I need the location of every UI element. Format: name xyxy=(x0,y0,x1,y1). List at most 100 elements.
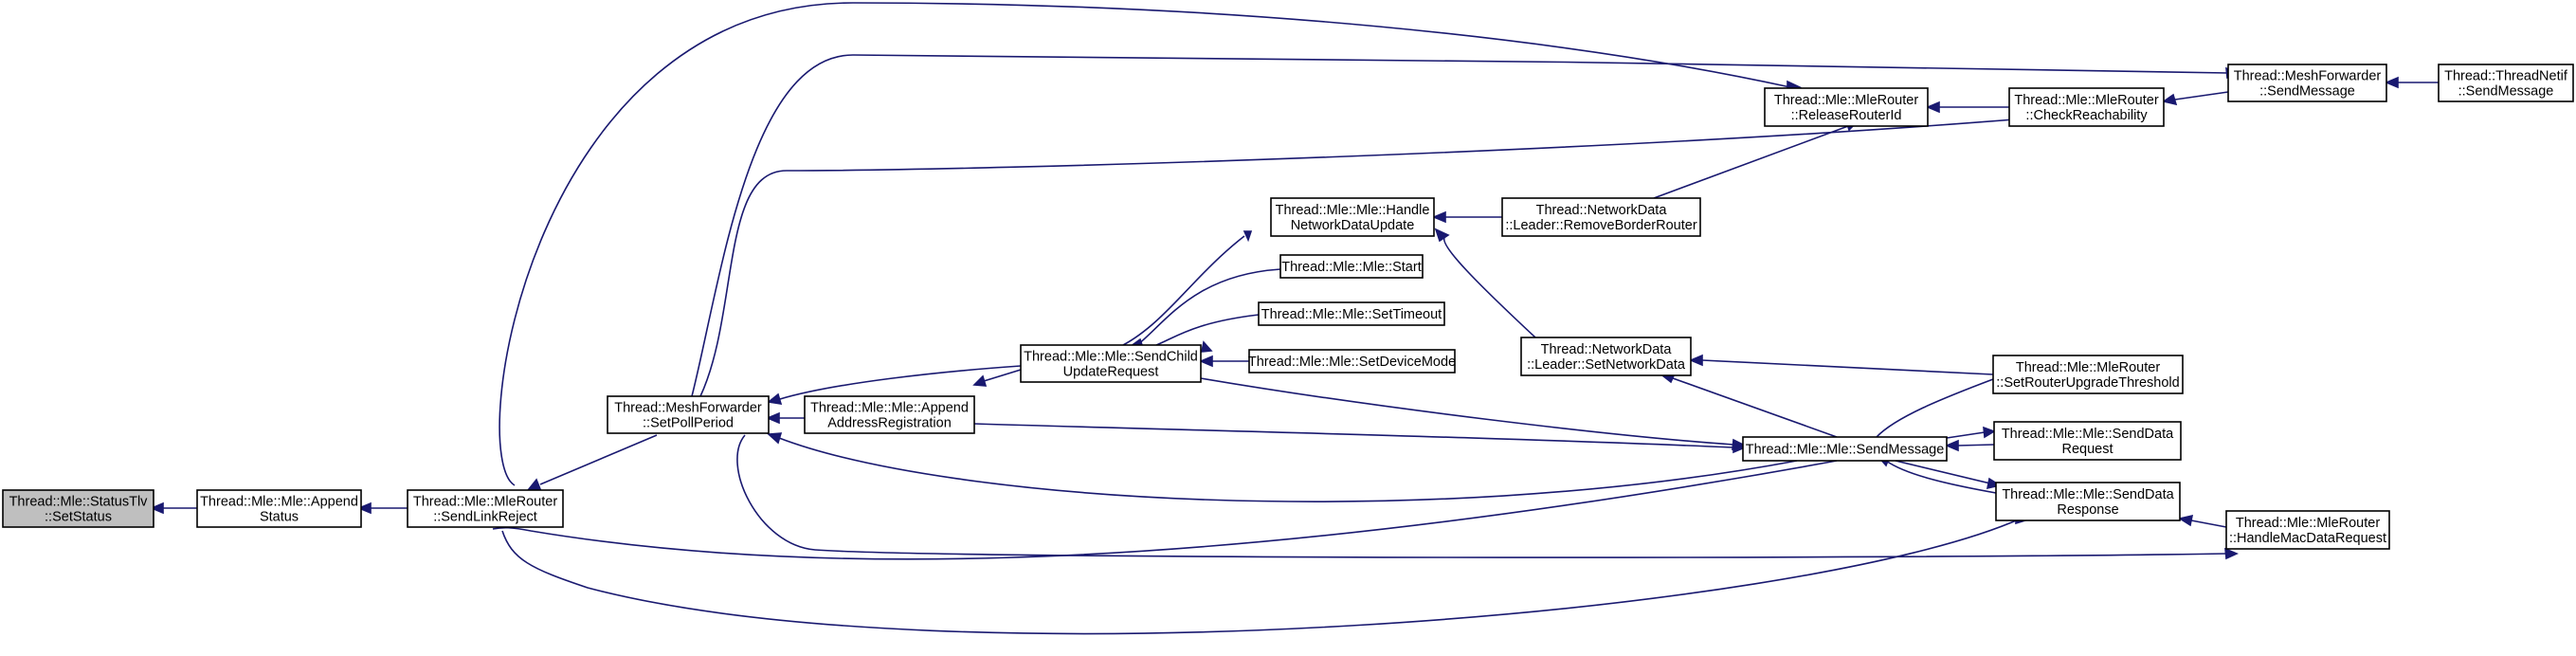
node-label: UpdateRequest xyxy=(1063,365,1159,380)
node-label: Status xyxy=(260,510,299,525)
arrow-head-icon xyxy=(1434,228,1450,243)
edge-line xyxy=(1946,431,1986,439)
arrow-head-icon xyxy=(2384,76,2399,89)
graph-node-n13[interactable]: Thread::Mle::MleRouter::ReleaseRouterId xyxy=(1764,87,1929,127)
edge-n4-to-n3 xyxy=(765,411,805,425)
node-box xyxy=(2227,64,2387,102)
graph-node-n2[interactable]: Thread::Mle::MleRouter::SendLinkReject xyxy=(407,489,564,528)
edge-line xyxy=(1895,460,1991,484)
graph-node-n9[interactable]: Thread::Mle::Mle::SetDeviceMode xyxy=(1248,349,1456,374)
graph-node-n6[interactable]: Thread::Mle::Mle::HandleNetworkDataUpdat… xyxy=(1270,197,1435,237)
edge-line xyxy=(1957,444,1995,446)
node-label: Thread::Mle::Mle::SetDeviceMode xyxy=(1248,355,1456,370)
edge-line xyxy=(983,369,1022,382)
node-box xyxy=(804,395,975,434)
node-box xyxy=(2438,64,2574,102)
edge-line xyxy=(1876,378,1994,438)
node-label: AddressRegistration xyxy=(827,416,952,431)
edge-n20-to-n17 xyxy=(2177,514,2227,528)
edge-line xyxy=(1653,125,1849,199)
node-box xyxy=(607,395,770,434)
edge-line xyxy=(2190,519,2227,528)
edge-line xyxy=(1701,359,1994,375)
graph-node-n11[interactable]: Thread::NetworkData::Leader::SetNetworkD… xyxy=(1520,337,1692,376)
node-label: Thread::NetworkData xyxy=(1541,342,1673,357)
node-label: ::CheckReachability xyxy=(2025,108,2148,123)
edge-line xyxy=(499,2,1791,486)
edge-line xyxy=(1885,460,1997,494)
call-edges xyxy=(149,2,2439,635)
node-label: ::SetRouterUpgradeThreshold xyxy=(1996,375,2179,391)
edge-n15-to-n12 xyxy=(1876,378,1994,438)
edge-line xyxy=(973,423,1734,448)
graph-node-n20[interactable]: Thread::Mle::MleRouter::HandleMacDataReq… xyxy=(2225,510,2390,550)
node-box xyxy=(1248,349,1456,374)
node-label: Thread::Mle::MleRouter xyxy=(2014,93,2158,108)
graph-node-n19[interactable]: Thread::ThreadNetif::SendMessage xyxy=(2438,64,2574,102)
edge-n17-to-n2 xyxy=(501,512,2027,635)
graph-node-n10[interactable]: Thread::NetworkData::Leader::RemoveBorde… xyxy=(1501,197,1701,237)
edge-n12-to-n17 xyxy=(1895,460,2003,490)
node-label: ::SetStatus xyxy=(45,510,112,525)
call-nodes: Thread::Mle::StatusTlv::SetStatusThread:… xyxy=(2,64,2574,550)
node-label: NetworkDataUpdate xyxy=(1291,218,1415,233)
graph-node-n0: Thread::Mle::StatusTlv::SetStatus xyxy=(2,489,154,528)
edge-line xyxy=(1200,377,1734,446)
arrow-head-icon xyxy=(1732,441,1748,454)
node-label: Request xyxy=(2061,442,2113,457)
node-label: Thread::Mle::Mle::Append xyxy=(810,401,969,416)
edge-line xyxy=(1155,314,1260,346)
node-label: ::ReleaseRouterId xyxy=(1791,108,1902,123)
edge-n19-to-n18 xyxy=(2384,76,2439,89)
edge-n12-to-n16 xyxy=(1946,426,1996,439)
graph-node-n15[interactable]: Thread::Mle::MleRouter::SetRouterUpgrade… xyxy=(1992,355,2184,394)
node-box xyxy=(1520,337,1692,376)
arrow-head-icon xyxy=(1925,100,1940,114)
graph-node-n18[interactable]: Thread::MeshForwarder::SendMessage xyxy=(2227,64,2387,102)
edge-line xyxy=(736,434,2227,558)
node-box xyxy=(1279,254,1424,279)
edge-n11-to-n6 xyxy=(1434,228,1536,338)
node-box xyxy=(2008,87,2165,127)
edge-n1-to-n0 xyxy=(149,501,197,515)
node-label: Thread::MeshForwarder xyxy=(614,401,762,416)
arrow-head-icon xyxy=(527,478,542,490)
edge-n14-to-n13 xyxy=(1925,100,2009,114)
node-label: Thread::Mle::StatusTlv xyxy=(9,495,149,510)
arrow-head-icon xyxy=(149,501,164,515)
arrow-head-icon xyxy=(2224,547,2240,560)
edge-n5-to-n4 xyxy=(972,369,1022,387)
graph-node-n14[interactable]: Thread::Mle::MleRouter::CheckReachabilit… xyxy=(2008,87,2165,127)
edge-n18-to-n3 xyxy=(691,54,2240,397)
arrow-head-icon xyxy=(1983,426,1996,439)
node-label: Thread::Mle::Mle::SendData xyxy=(2002,487,2174,502)
edge-n4-to-n12 xyxy=(973,423,1748,454)
arrow-head-icon xyxy=(1688,354,1703,367)
node-label: Thread::Mle::MleRouter xyxy=(1774,93,1918,108)
edge-line xyxy=(2174,91,2229,100)
graph-node-n7[interactable]: Thread::Mle::Mle::Start xyxy=(1279,254,1424,279)
arrow-head-icon xyxy=(767,392,783,405)
edge-n15-to-n11 xyxy=(1688,354,1994,375)
edge-n20-to-n3 xyxy=(736,434,2240,560)
graph-node-n12[interactable]: Thread::Mle::Mle::SendMessage xyxy=(1742,436,1948,462)
node-label: Thread::Mle::Mle::SendMessage xyxy=(1746,443,1945,458)
node-box xyxy=(1992,355,2184,394)
node-label: ::SendMessage xyxy=(2259,84,2355,100)
graph-node-n8[interactable]: Thread::Mle::Mle::SetTimeout xyxy=(1258,301,1445,326)
node-label: Thread::Mle::MleRouter xyxy=(2016,360,2160,375)
graph-node-n4[interactable]: Thread::Mle::Mle::AppendAddressRegistrat… xyxy=(804,395,975,434)
node-label: Thread::Mle::Mle::Handle xyxy=(1276,203,1430,218)
edge-n12-to-n3 xyxy=(767,432,1798,502)
node-box xyxy=(1764,87,1929,127)
arrow-head-icon xyxy=(1243,230,1253,243)
graph-node-n3[interactable]: Thread::MeshForwarder::SetPollPeriod xyxy=(607,395,770,434)
edge-line xyxy=(1122,235,1245,346)
node-label: Thread::NetworkData xyxy=(1536,203,1668,218)
node-label: ::SetPollPeriod xyxy=(643,416,734,431)
